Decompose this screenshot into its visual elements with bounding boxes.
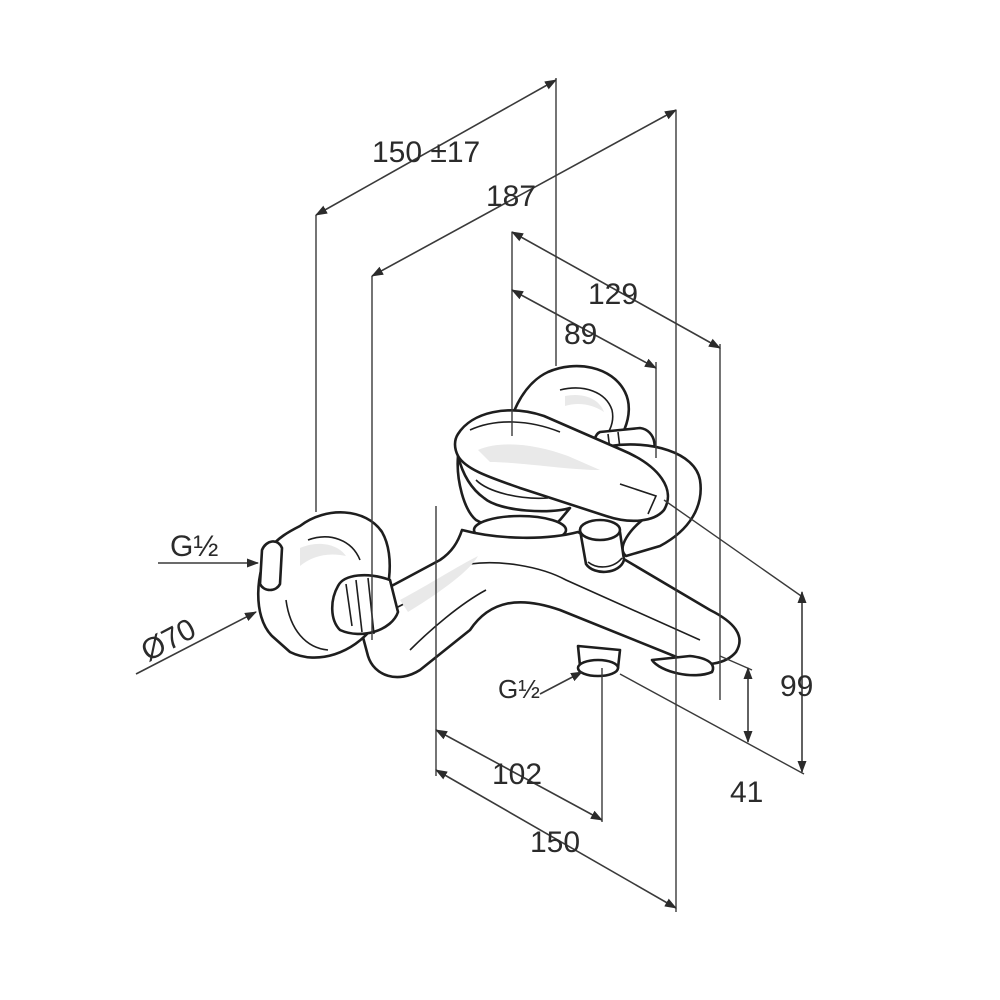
spout-body bbox=[357, 528, 741, 679]
dimension-lines bbox=[135, 79, 807, 909]
mixer-illustration bbox=[256, 364, 741, 679]
label-150: 150 bbox=[530, 826, 580, 859]
dimension-labels: 150 ±17 187 129 89 99 41 102 150 G½ Ø70 … bbox=[136, 136, 814, 859]
label-99: 99 bbox=[780, 670, 813, 703]
label-rosette-diameter: Ø70 bbox=[136, 612, 202, 668]
diverter-knob bbox=[578, 518, 626, 574]
label-inlet-thread: G½ bbox=[170, 530, 218, 563]
dim-line-89 bbox=[511, 289, 657, 369]
leader-outlet-thread bbox=[539, 671, 583, 695]
label-187: 187 bbox=[486, 180, 536, 213]
label-outlet-thread: G½ bbox=[498, 674, 540, 704]
dim-line-150 bbox=[435, 769, 677, 909]
bottom-outlet bbox=[576, 644, 622, 678]
dim-line-187 bbox=[371, 109, 677, 277]
label-41: 41 bbox=[730, 776, 763, 809]
leader-rosette-diameter bbox=[135, 611, 257, 675]
label-102: 102 bbox=[492, 758, 542, 791]
label-150-17: 150 ±17 bbox=[372, 136, 480, 169]
label-89: 89 bbox=[564, 318, 597, 351]
left-connector bbox=[330, 573, 400, 636]
label-129: 129 bbox=[588, 278, 638, 311]
spout-outlet bbox=[650, 654, 715, 677]
